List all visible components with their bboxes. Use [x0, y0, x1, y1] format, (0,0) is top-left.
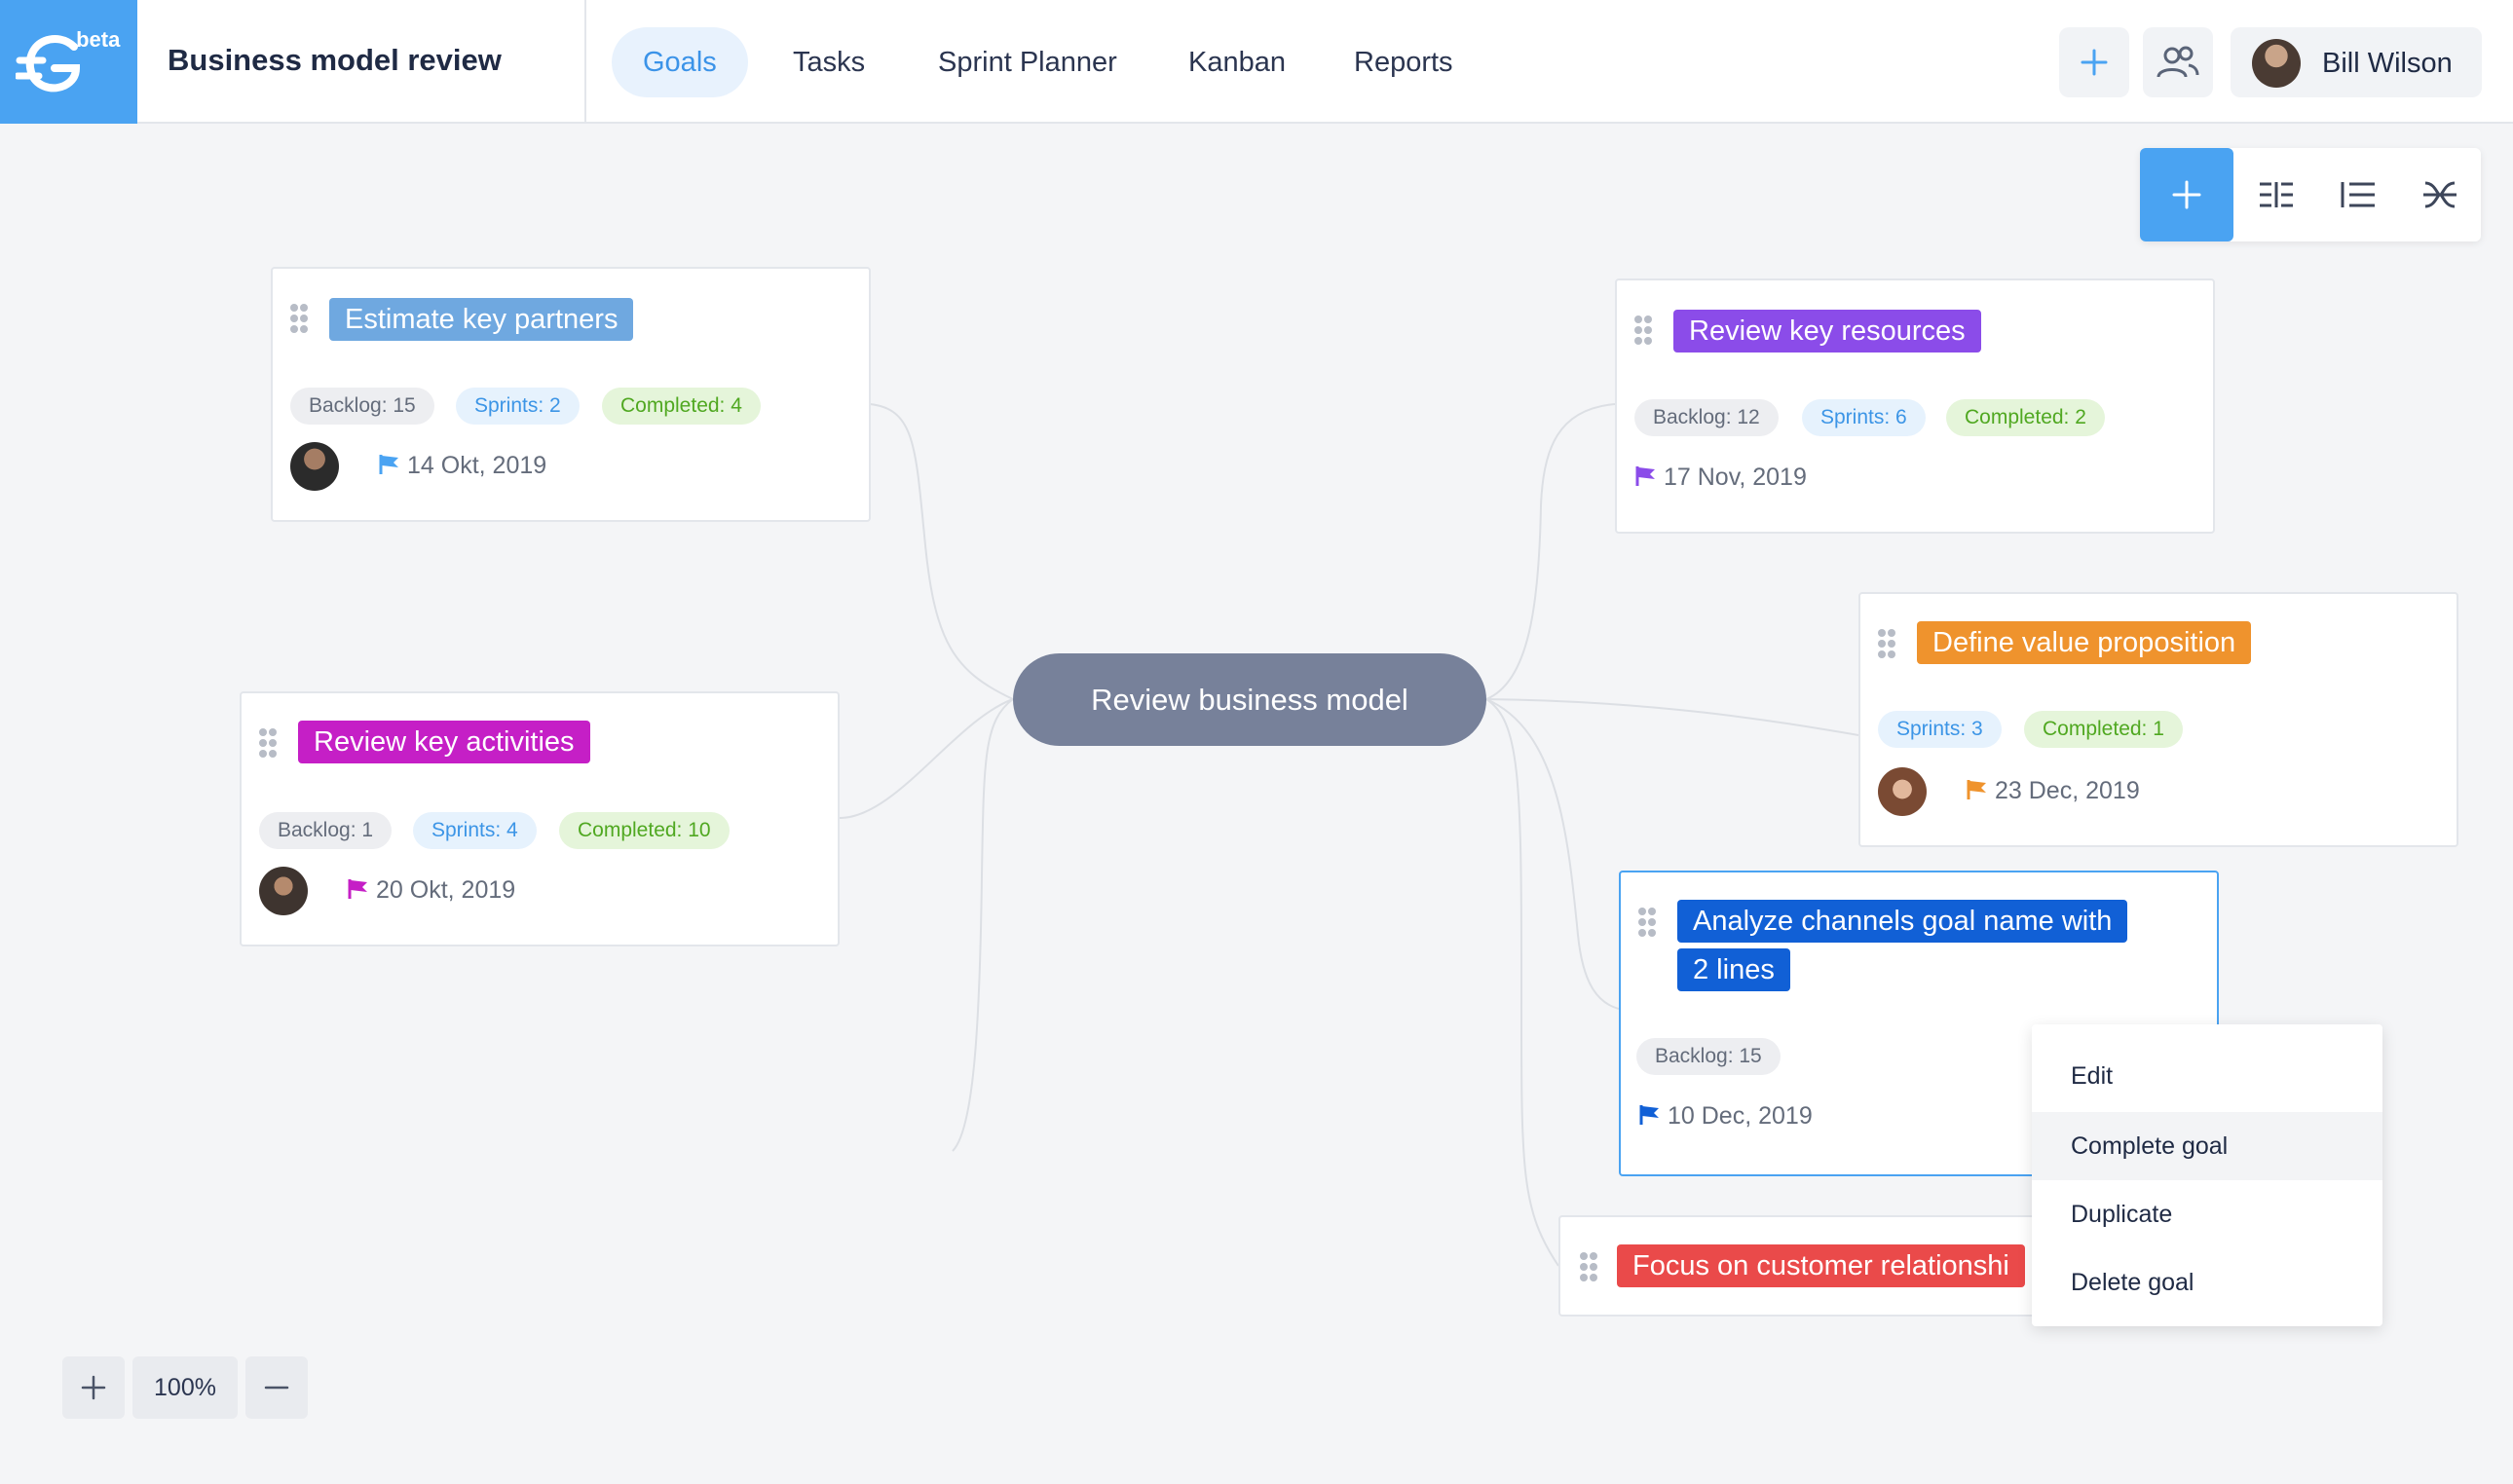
due-date: 20 Okt, 2019: [347, 876, 515, 905]
center-node[interactable]: Review business model: [1013, 653, 1486, 746]
goal-card[interactable]: Review key resources Backlog: 12 Sprints…: [1615, 278, 2215, 534]
menu-item-complete-goal[interactable]: Complete goal: [2032, 1112, 2382, 1180]
plus-icon: [81, 1375, 106, 1400]
menu-item-edit[interactable]: Edit: [2071, 1062, 2114, 1090]
goal-title: Estimate key partners: [329, 298, 634, 341]
assignee-avatar[interactable]: [290, 442, 339, 491]
goal-card[interactable]: Focus on customer relationshi: [1558, 1215, 2045, 1317]
beta-badge: .beta: [70, 27, 121, 52]
completed-chip: Completed: 2: [1946, 399, 2105, 436]
goal-card[interactable]: Estimate key partners Backlog: 15 Sprint…: [271, 267, 871, 522]
project-title: Business model review: [168, 43, 502, 77]
flag-icon: [1635, 466, 1655, 486]
plus-icon: [2081, 49, 2108, 76]
completed-chip: Completed: 1: [2024, 711, 2183, 748]
user-menu-button[interactable]: Bill Wilson: [2231, 27, 2482, 97]
minus-icon: [264, 1386, 289, 1390]
logo-mark-icon: [16, 35, 81, 93]
due-date-text: 17 Nov, 2019: [1664, 464, 1807, 491]
due-date: 17 Nov, 2019: [1634, 464, 1807, 492]
assignee-avatar[interactable]: [1878, 767, 1927, 816]
sprints-chip: Sprints: 6: [1802, 399, 1926, 436]
assignee-avatar[interactable]: [259, 867, 308, 915]
collapse-button[interactable]: [2417, 171, 2463, 218]
sprints-chip: Sprints: 4: [413, 812, 537, 849]
flag-icon: [348, 879, 367, 899]
user-avatar: [2252, 39, 2301, 88]
due-date: 23 Dec, 2019: [1966, 777, 2140, 805]
menu-item-duplicate[interactable]: Duplicate: [2071, 1201, 2173, 1228]
drag-handle-icon[interactable]: [290, 304, 308, 333]
completed-chip: Completed: 10: [559, 812, 730, 849]
goal-title: Review key activities: [298, 721, 590, 763]
header-divider: [584, 0, 586, 124]
sprints-chip: Sprints: 2: [456, 388, 580, 425]
list-icon: [2341, 182, 2375, 207]
zoom-level: 100%: [132, 1356, 238, 1419]
backlog-chip: Backlog: 15: [290, 388, 434, 425]
goal-title: Focus on customer relationshi: [1617, 1244, 2025, 1287]
flag-icon: [1967, 780, 1986, 799]
goal-context-menu: Edit Complete goal Duplicate Delete goal: [2032, 1024, 2382, 1326]
backlog-chip: Backlog: 15: [1636, 1038, 1781, 1075]
tab-kanban[interactable]: Kanban: [1188, 47, 1286, 78]
drag-handle-icon[interactable]: [1580, 1252, 1597, 1281]
drag-handle-icon[interactable]: [1634, 315, 1652, 345]
add-button[interactable]: [2059, 27, 2129, 97]
top-header: .beta Business model review Goals Tasks …: [0, 0, 2513, 124]
tab-goals[interactable]: Goals: [612, 27, 748, 97]
tab-sprint-planner[interactable]: Sprint Planner: [938, 47, 1117, 78]
zoom-in-button[interactable]: [62, 1356, 125, 1419]
sprints-chip: Sprints: 3: [1878, 711, 2002, 748]
mindmap-toolbar: [2140, 148, 2481, 241]
drag-handle-icon[interactable]: [259, 728, 277, 758]
tab-reports[interactable]: Reports: [1354, 47, 1453, 78]
due-date: 14 Okt, 2019: [378, 452, 546, 480]
split-columns-icon: [2260, 182, 2293, 207]
plus-icon: [2172, 180, 2201, 209]
backlog-chip: Backlog: 1: [259, 812, 393, 849]
goal-title: Define value proposition: [1917, 621, 2252, 664]
zoom-out-button[interactable]: [245, 1356, 308, 1419]
menu-item-delete-goal[interactable]: Delete goal: [2071, 1269, 2194, 1296]
backlog-chip: Backlog: 12: [1634, 399, 1779, 436]
users-icon: [2157, 46, 2199, 78]
due-date-text: 10 Dec, 2019: [1668, 1102, 1813, 1130]
completed-chip: Completed: 4: [602, 388, 761, 425]
goal-card[interactable]: Review key activities Backlog: 1 Sprints…: [240, 691, 840, 946]
flag-icon: [379, 455, 398, 474]
user-name: Bill Wilson: [2322, 48, 2453, 79]
due-date-text: 14 Okt, 2019: [407, 452, 547, 479]
due-date-text: 23 Dec, 2019: [1995, 777, 2140, 804]
goal-title: Review key resources: [1673, 310, 1981, 352]
flag-icon: [1639, 1105, 1659, 1125]
goal-card[interactable]: Define value proposition Sprints: 3 Comp…: [1858, 592, 2458, 847]
collapse-icon: [2423, 181, 2457, 208]
tab-tasks[interactable]: Tasks: [793, 47, 866, 78]
drag-handle-icon[interactable]: [1638, 908, 1656, 937]
team-button[interactable]: [2143, 27, 2213, 97]
due-date: 10 Dec, 2019: [1638, 1102, 1813, 1131]
goal-title-line-2: 2 lines: [1677, 948, 1790, 991]
app-logo[interactable]: .beta: [0, 0, 137, 124]
goal-title-line-1: Analyze channels goal name with: [1677, 900, 2128, 943]
drag-handle-icon[interactable]: [1878, 629, 1895, 658]
list-view-button[interactable]: [2335, 171, 2382, 218]
add-goal-button[interactable]: [2140, 148, 2233, 241]
split-view-button[interactable]: [2253, 171, 2300, 218]
due-date-text: 20 Okt, 2019: [376, 876, 516, 904]
